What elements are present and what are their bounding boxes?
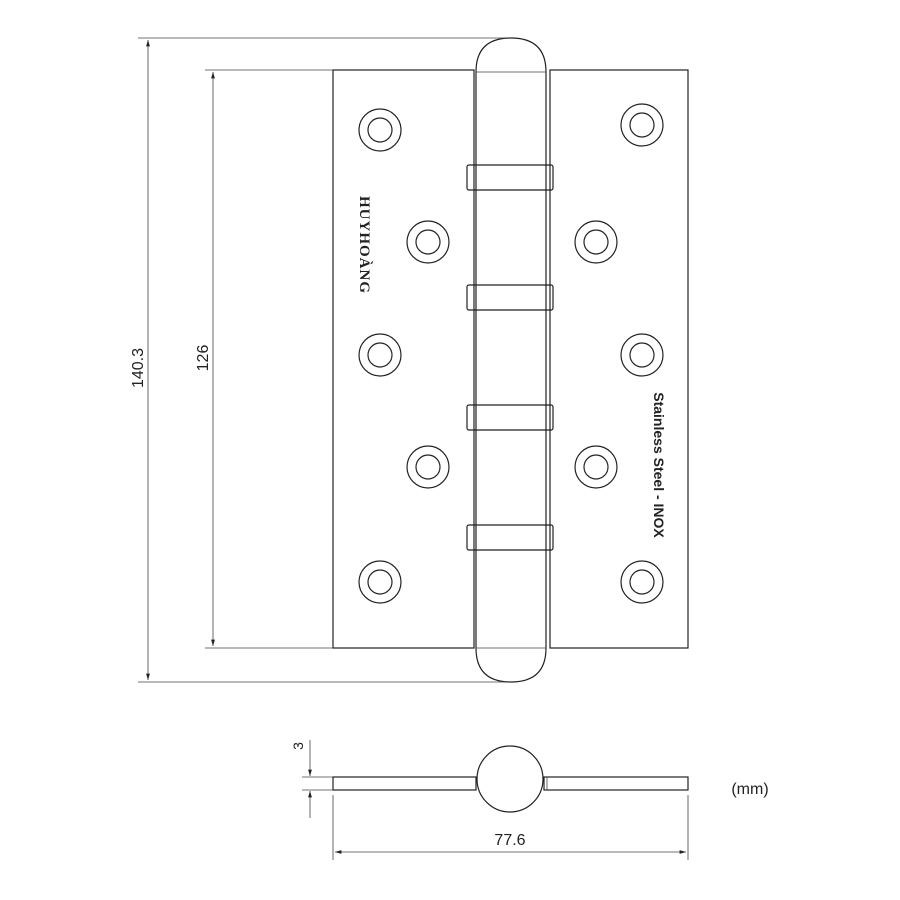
right-leaf (549, 69, 689, 649)
leaf-height-dimension: 126 (195, 69, 333, 649)
overall-height-label: 140.3 (130, 348, 147, 388)
knuckle (475, 37, 547, 648)
overall-height-dimension: 140.3 (130, 37, 505, 683)
leaf-height-label: 126 (195, 345, 212, 372)
knuckle-bands (466, 164, 554, 551)
side-view: 3 77.6 (mm) (290, 740, 769, 860)
material-label: Stainless Steel - INOX (651, 392, 667, 538)
open-width-label: 77.6 (494, 832, 525, 849)
thickness-label: 3 (290, 742, 306, 750)
logo-text: HUYHOÀNG (356, 196, 373, 294)
front-view: HUYHOÀNG Stainless Steel - INOX (332, 37, 689, 683)
left-leaf (332, 69, 475, 649)
screw-holes (358, 103, 664, 604)
knuckle-bottom-cap (475, 647, 547, 683)
unit-label: (mm) (731, 781, 768, 798)
